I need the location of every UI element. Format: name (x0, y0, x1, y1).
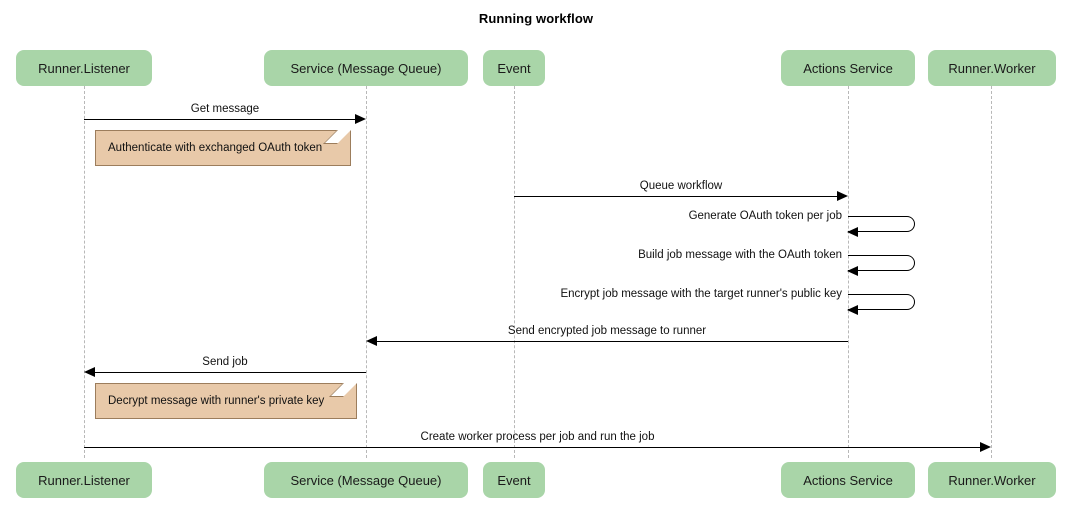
message-line-queue-workflow (514, 196, 838, 197)
message-line-get-message (84, 119, 356, 120)
participant-event-top[interactable]: Event (483, 50, 545, 86)
participant-label: Service (Message Queue) (290, 60, 442, 76)
message-arrowhead-send-encrypted-job-message (366, 336, 377, 346)
message-arrowhead-encrypt-job-message (847, 305, 858, 315)
message-selfloop-generate-oauth-token (848, 216, 915, 232)
lifeline-runner-listener (84, 86, 85, 458)
participant-label: Runner.Listener (38, 472, 130, 488)
message-label-send-encrypted-job-message: Send encrypted job message to runner (507, 325, 707, 337)
message-label-send-job: Send job (202, 356, 248, 368)
participant-label: Actions Service (803, 60, 893, 76)
message-line-send-encrypted-job-message (377, 341, 848, 342)
message-arrowhead-queue-workflow (837, 191, 848, 201)
lifeline-runner-worker (991, 86, 992, 458)
message-selfloop-encrypt-job-message (848, 294, 915, 310)
message-arrowhead-build-job-message (847, 266, 858, 276)
message-arrowhead-create-worker-process (980, 442, 991, 452)
message-label-queue-workflow: Queue workflow (639, 180, 723, 192)
participant-runner-worker-bottom[interactable]: Runner.Worker (928, 462, 1056, 498)
message-arrowhead-generate-oauth-token (847, 227, 858, 237)
note-authenticate-oauth: Authenticate with exchanged OAuth token (95, 130, 351, 166)
message-line-send-job (95, 372, 366, 373)
message-label-create-worker-process: Create worker process per job and run th… (420, 431, 655, 443)
message-line-create-worker-process (84, 447, 981, 448)
participant-actions-service-top[interactable]: Actions Service (781, 50, 915, 86)
lifeline-event (514, 86, 515, 458)
participant-runner-listener-bottom[interactable]: Runner.Listener (16, 462, 152, 498)
participant-actions-service-bottom[interactable]: Actions Service (781, 462, 915, 498)
note-fold-icon (329, 383, 357, 397)
participant-label: Runner.Worker (948, 60, 1036, 76)
participant-runner-listener-top[interactable]: Runner.Listener (16, 50, 152, 86)
participant-label: Runner.Listener (38, 60, 130, 76)
message-selfloop-build-job-message (848, 255, 915, 271)
message-arrowhead-get-message (355, 114, 366, 124)
message-label-generate-oauth-token: Generate OAuth token per job (688, 210, 842, 222)
participant-label: Actions Service (803, 472, 893, 488)
message-label-encrypt-job-message: Encrypt job message with the target runn… (560, 288, 842, 300)
participant-event-bottom[interactable]: Event (483, 462, 545, 498)
note-decrypt-message: Decrypt message with runner's private ke… (95, 383, 357, 419)
message-label-build-job-message: Build job message with the OAuth token (638, 249, 842, 261)
note-label: Authenticate with exchanged OAuth token (108, 142, 323, 154)
note-label: Decrypt message with runner's private ke… (108, 395, 325, 407)
lifeline-service-message-queue (366, 86, 367, 458)
diagram-title: Running workflow (478, 11, 594, 26)
message-label-get-message: Get message (190, 103, 260, 115)
participant-label: Event (497, 60, 531, 76)
message-arrowhead-send-job (84, 367, 95, 377)
participant-runner-worker-top[interactable]: Runner.Worker (928, 50, 1056, 86)
participant-label: Runner.Worker (948, 472, 1036, 488)
note-fold-icon (323, 130, 351, 144)
participant-service-message-queue-top[interactable]: Service (Message Queue) (264, 50, 468, 86)
participant-service-message-queue-bottom[interactable]: Service (Message Queue) (264, 462, 468, 498)
participant-label: Event (497, 472, 531, 488)
participant-label: Service (Message Queue) (290, 472, 442, 488)
